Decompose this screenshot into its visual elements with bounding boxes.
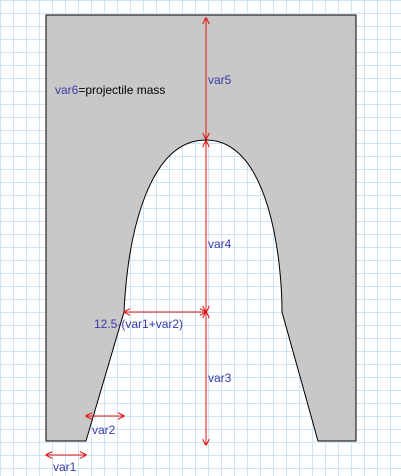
label-var5: var5 bbox=[208, 73, 232, 87]
label-var3: var3 bbox=[208, 371, 232, 385]
var6-name: var6 bbox=[55, 83, 79, 97]
label-var2: var2 bbox=[92, 423, 116, 437]
label-var6: var6=projectile mass bbox=[55, 83, 165, 97]
body-shape bbox=[45, 14, 357, 442]
label-throat: 12.5-(var1+var2) bbox=[94, 317, 183, 331]
label-var1: var1 bbox=[53, 460, 77, 474]
var6-definition: =projectile mass bbox=[78, 83, 165, 97]
label-var4: var4 bbox=[208, 237, 232, 251]
